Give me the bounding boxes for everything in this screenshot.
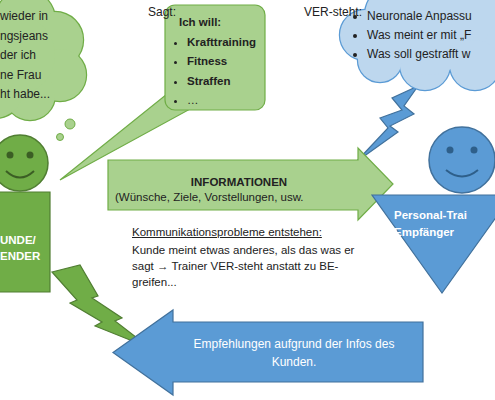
- bubble-outline: [165, 5, 265, 110]
- text-area: Ich will:KrafttrainingFitnessStraffen…: [165, 5, 265, 110]
- bullet-item: Was soll gestrafft w: [367, 45, 495, 64]
- bullet-item: Was meint er mit „F: [367, 26, 495, 45]
- recommendation-arrow: Empfehlungen aufgrund der Infos des Kund…: [113, 310, 423, 395]
- lightning-bolt: [356, 86, 418, 162]
- text-area: UNDE/ ENDER: [0, 192, 50, 292]
- node-text: Personal-Trai Empfänger: [394, 207, 482, 241]
- node-text: UNDE/ ENDER: [0, 232, 45, 264]
- customer-head: [0, 135, 48, 191]
- shape-outline: [108, 148, 393, 220]
- trainer-eye: [447, 147, 454, 154]
- note-heading: Kommunikationsprobleme entstehen:: [132, 225, 372, 240]
- thought-dot: [57, 134, 64, 141]
- person-body: Personal-Trai Empfänger: [372, 195, 495, 293]
- bullet-item: Straffen: [187, 72, 265, 92]
- node-text: Ich will:: [179, 13, 265, 33]
- bullet-item: Krafttraining: [187, 33, 265, 53]
- text-area: wieder in ngsjeans der ich ne Frau ht ha…: [0, 0, 90, 120]
- bullet-item: Fitness: [187, 52, 265, 72]
- shape-outline: [0, 192, 50, 292]
- trainer-smile: [446, 170, 478, 177]
- node-text: wieder in ngsjeans der ich ne Frau ht ha…: [0, 7, 52, 105]
- thought-cloud: wieder in ngsjeans der ich ne Frau ht ha…: [0, 0, 90, 120]
- speech-bubble: Ich will:KrafttrainingFitnessStraffen…: [165, 5, 265, 110]
- customer-smile: [6, 171, 34, 178]
- trainer-head: [429, 127, 495, 193]
- text-area: Personal-Trai Empfänger: [372, 195, 495, 293]
- customer-eye: [27, 152, 34, 159]
- trainer-eye: [471, 147, 478, 154]
- person-body: UNDE/ ENDER: [0, 192, 50, 292]
- text-area: Empfehlungen aufgrund der Infos des Kund…: [113, 310, 423, 395]
- text-area: INFORMATIONEN(Wünsche, Ziele, Vorstellun…: [108, 148, 393, 220]
- bullet-item: Neuronale Anpassu: [367, 7, 495, 26]
- shape-layer: [113, 310, 423, 395]
- bullet-list: KrafttrainingFitnessStraffen…: [179, 33, 265, 111]
- node-text: INFORMATIONEN: [115, 175, 393, 190]
- node-text: Empfehlungen aufgrund der Infos des Kund…: [175, 335, 413, 371]
- thought-dot: [65, 119, 75, 129]
- note-text: Kunde meint etwas anderes, als das was e…: [132, 242, 368, 290]
- section-label: VER-steht:: [304, 5, 384, 20]
- customer-eye: [7, 152, 14, 159]
- bullet-item: …: [187, 91, 265, 111]
- info-arrow: INFORMATIONEN(Wünsche, Ziele, Vorstellun…: [108, 148, 393, 220]
- shape-outline: [372, 195, 495, 293]
- node-text: (Wünsche, Ziele, Vorstellungen, usw.: [115, 190, 393, 205]
- section-label: Sagt:: [148, 5, 208, 20]
- shape-outline: [113, 310, 423, 395]
